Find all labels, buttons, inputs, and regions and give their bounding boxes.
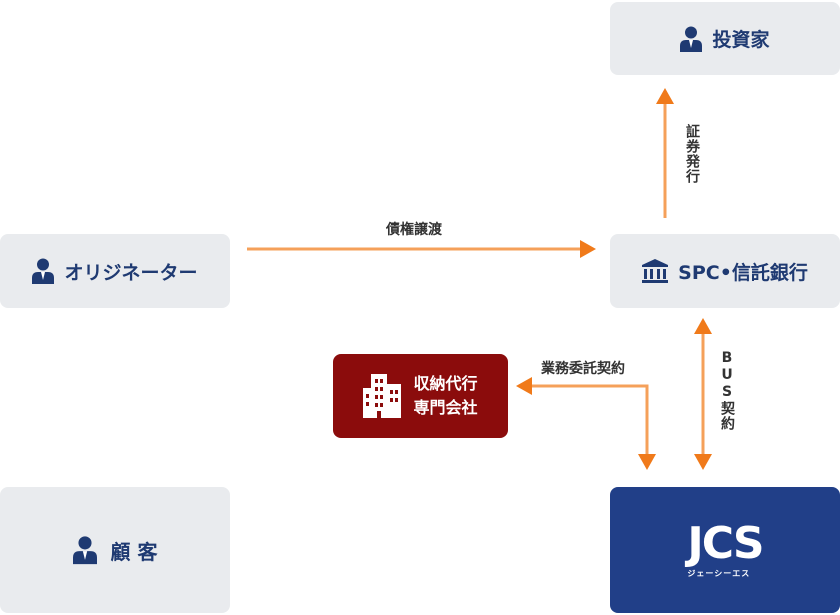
jcs-logo-subtext: ジェーシーエス [687,568,751,578]
collection-agency-node: 収納代行 専門会社 [333,354,508,438]
building-icon [363,374,402,418]
business-consignment-arrow [528,384,649,458]
jcs-logo: JCS ジェーシーエス [687,517,764,579]
claim-transfer-label: 債権譲渡 [386,222,442,238]
investor-node: 投資家 [610,2,840,75]
spc-trust-bank-node: SPC•信託銀行 [610,234,840,308]
person-icon [72,535,97,565]
person-icon [680,26,703,52]
business-consignment-label: 業務委託契約 [541,361,625,377]
investor-label: 投資家 [712,29,770,51]
securities-issuance-arrowhead [656,88,674,104]
bus-contract-label: BUS契約 [719,350,735,431]
customer-label: 顧 客 [110,539,158,564]
claim-transfer-arrowhead [580,240,596,258]
bank-icon [642,259,669,283]
collection-agency-label-line1: 収納代行 [413,374,478,393]
jcs-logo-text: JCS [687,517,764,569]
collection-agency-label: 収納代行 専門会社 [413,372,477,420]
jcs-node: JCS ジェーシーエス [610,487,840,613]
bus-contract-arrowhead-up [694,318,712,334]
bus-contract-arrowhead-down [694,454,712,470]
person-icon [32,258,55,284]
originator-label: オリジネーター [64,261,198,284]
securities-issuance-label: 証券発行 [684,124,700,184]
business-consignment-arrowhead-left [516,377,532,395]
originator-node: オリジネーター [0,234,230,308]
spc-label: SPC•信託銀行 [678,261,808,284]
business-consignment-arrowhead-down [638,454,656,470]
collection-agency-label-line2: 専門会社 [413,398,478,417]
customer-node: 顧 客 [0,487,230,613]
